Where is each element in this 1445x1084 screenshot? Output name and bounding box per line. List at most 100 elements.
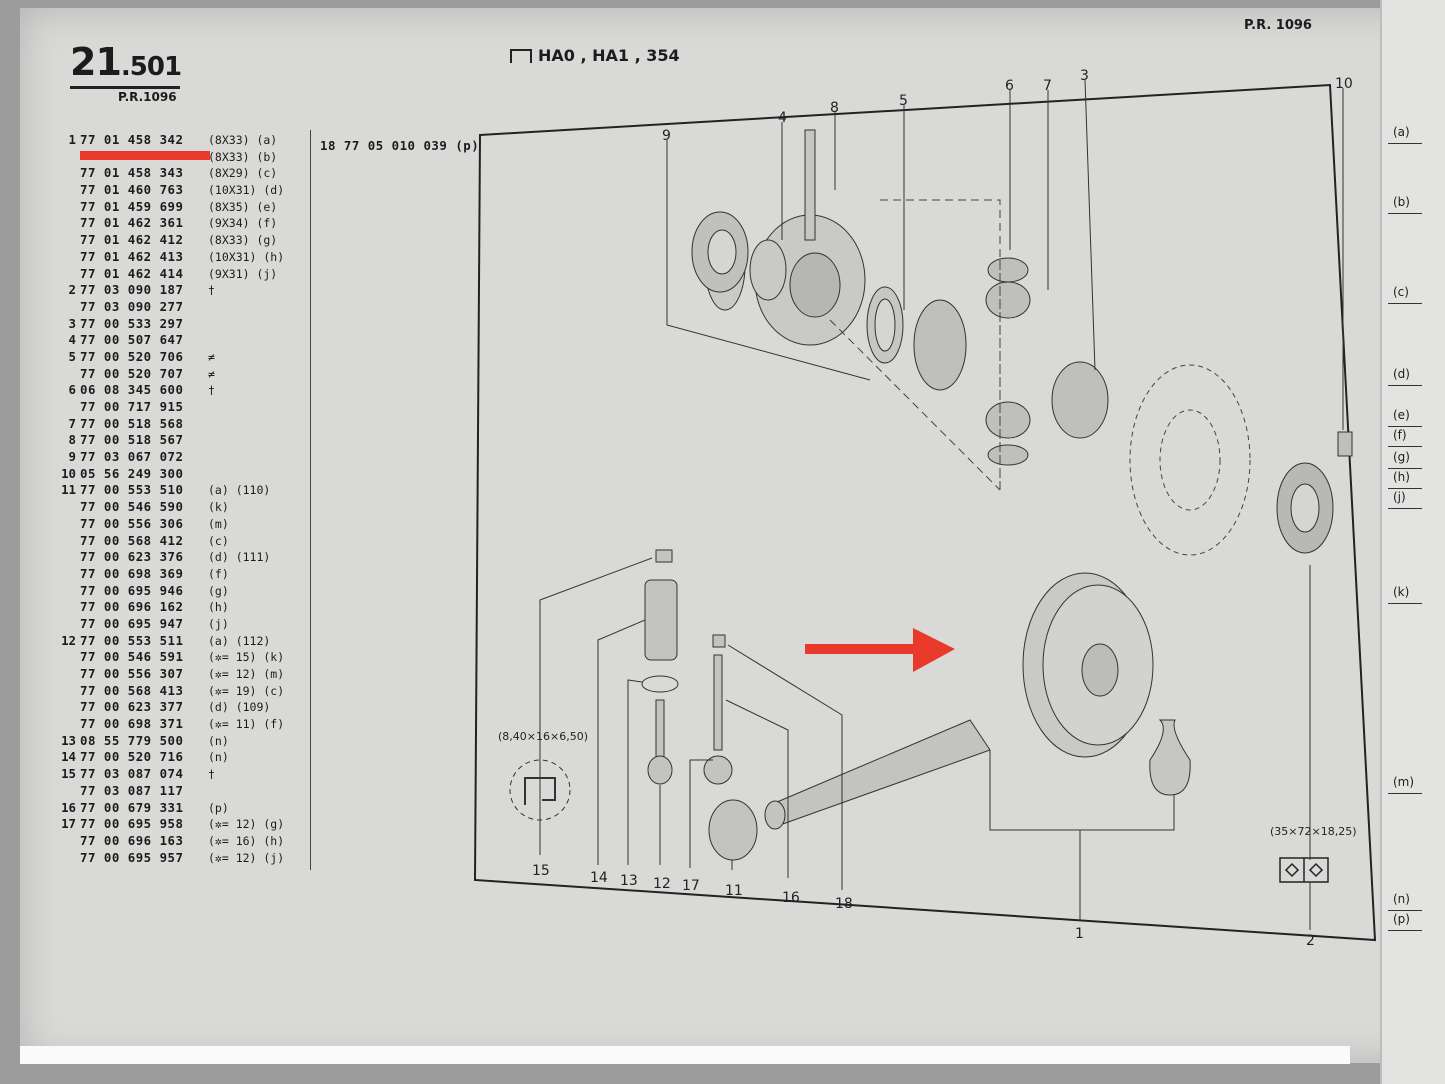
- part-note: (n): [208, 750, 229, 765]
- part-number: 77 00 553 511: [80, 632, 184, 648]
- part-ref: 17: [61, 816, 76, 832]
- part-number: 77 00 518 567: [80, 432, 184, 448]
- parts-row: 77 00 556 307(✲= 12) (m): [60, 666, 284, 683]
- callout-8: 8: [830, 100, 839, 116]
- part-number: 77 03 090 277: [80, 298, 184, 314]
- part-number: 77 01 462 412: [80, 232, 184, 248]
- side-gear-3: [1051, 361, 1109, 439]
- part-number: 77 00 520 716: [80, 749, 184, 765]
- red-arrow-icon: [805, 628, 955, 672]
- part-ref: 9: [68, 449, 76, 465]
- part-number: 77 00 546 590: [80, 499, 184, 515]
- part-ref: 14: [61, 749, 76, 765]
- part-ref: 4: [68, 332, 76, 348]
- part-number: 77 01 462 413: [80, 248, 184, 264]
- tab-label: (j): [1393, 490, 1406, 504]
- part-note: (a) (112): [208, 633, 271, 648]
- part-number: 77 00 698 369: [80, 565, 184, 581]
- leader-lines: [539, 79, 1344, 930]
- part-number: 77 00 695 946: [80, 582, 184, 598]
- tab-label: (k): [1393, 585, 1410, 599]
- tab-label: (n): [1393, 892, 1410, 906]
- tab-label: (e): [1393, 408, 1410, 422]
- shaft-8: [804, 129, 816, 241]
- seal-dimensions: (8,40×16×6,50): [498, 730, 588, 743]
- part-note: ≠: [208, 349, 215, 364]
- part-note: †: [208, 767, 215, 782]
- assembly-guide-lines: [829, 199, 1001, 491]
- diagram-frame: [473, 83, 1377, 942]
- part-note: (✲= 12) (g): [208, 817, 285, 832]
- callout-labels: 9 4 8 5 6 7 3 10 15 14 13 12 17 11 16 18…: [498, 68, 1357, 949]
- part-note: (✲= 16) (h): [208, 833, 285, 848]
- tab-rule: [1388, 143, 1422, 144]
- section-major: 21: [70, 40, 122, 84]
- tab-rule: [1388, 793, 1422, 794]
- ring-gear-dashed: [1129, 364, 1251, 556]
- applicable-models: HA0 , HA1 , 354: [510, 46, 680, 65]
- part-number: 77 00 696 163: [80, 832, 184, 848]
- callout-5: 5: [899, 93, 908, 109]
- tab-rule: [1388, 468, 1422, 469]
- pr-reference-right: P.R. 1096: [1244, 18, 1312, 33]
- part-number: 77 03 087 117: [80, 782, 184, 798]
- crown-wheel: [1022, 572, 1154, 758]
- part-note: ≠: [208, 366, 215, 381]
- parts-row: 77 00 695 946(g): [60, 583, 284, 600]
- parts-row: 77 00 520 707≠: [60, 366, 284, 383]
- part-note: (m): [208, 516, 229, 531]
- side-gear: [913, 299, 967, 391]
- part-ref: 15: [61, 766, 76, 782]
- tab-rule: [1388, 930, 1422, 931]
- parts-row: 77 01 462 413 (10X31) (h): [60, 249, 284, 266]
- part-number: 08 55 779 500: [80, 732, 184, 748]
- part-number: 77 00 568 413: [80, 682, 184, 698]
- part-note: (✲= 19) (c): [208, 683, 285, 698]
- part-note: (9X34) (f): [208, 216, 278, 231]
- callout-15: 15: [532, 863, 550, 879]
- parts-row: 77 00 698 371(✲= 11) (f): [60, 716, 284, 733]
- tab-label: (a): [1393, 125, 1410, 139]
- callout-10: 10: [1335, 76, 1353, 92]
- part-note: (✲= 12) (j): [208, 850, 285, 865]
- callout-12: 12: [653, 876, 671, 892]
- part-number: 77 00 568 412: [80, 532, 184, 548]
- tab-label: (p): [1393, 912, 1410, 926]
- part-note: (8X33) (a): [208, 133, 278, 147]
- speedo-parts: [641, 549, 758, 861]
- part-ref: 12: [61, 632, 76, 648]
- callout-1: 1: [1075, 926, 1084, 942]
- tab-rule: [1388, 508, 1422, 509]
- tab-label: (f): [1393, 428, 1407, 442]
- seal-5: [866, 286, 904, 364]
- part-ref: 8: [68, 432, 76, 448]
- part-note: (✲= 12) (m): [208, 667, 285, 681]
- tab-rule: [1388, 910, 1422, 911]
- parts-row: 77 00 556 306(m): [60, 516, 284, 533]
- parts-row: 77 01 459 699(8X35) (e): [60, 199, 284, 216]
- parts-row: 77 00 546 590(k): [60, 499, 284, 516]
- parts-row: 77 00 717 915: [60, 399, 284, 416]
- parts-row: 77 01 462 361(9X34) (f): [60, 215, 284, 232]
- tab-label: (h): [1393, 470, 1410, 484]
- part-ref: 1: [68, 132, 76, 147]
- part-note: (10X31) (h): [208, 249, 285, 264]
- tab-rule: [1388, 446, 1422, 447]
- part-number: 77 00 533 297: [80, 315, 184, 331]
- catalog-page: [20, 8, 1422, 1063]
- parts-row: 77 00 623 376(d) (111): [60, 549, 284, 566]
- callout-4: 4: [778, 110, 787, 126]
- tab-rule: [1388, 603, 1422, 604]
- part-note: (j): [208, 616, 229, 631]
- pinion-shaft: [764, 719, 991, 830]
- part-number: 06 08 345 600: [80, 382, 184, 398]
- bearing-2: [1276, 462, 1334, 554]
- parts-row: 77 00 568 412(c): [60, 533, 284, 550]
- bearing-4: [691, 211, 749, 293]
